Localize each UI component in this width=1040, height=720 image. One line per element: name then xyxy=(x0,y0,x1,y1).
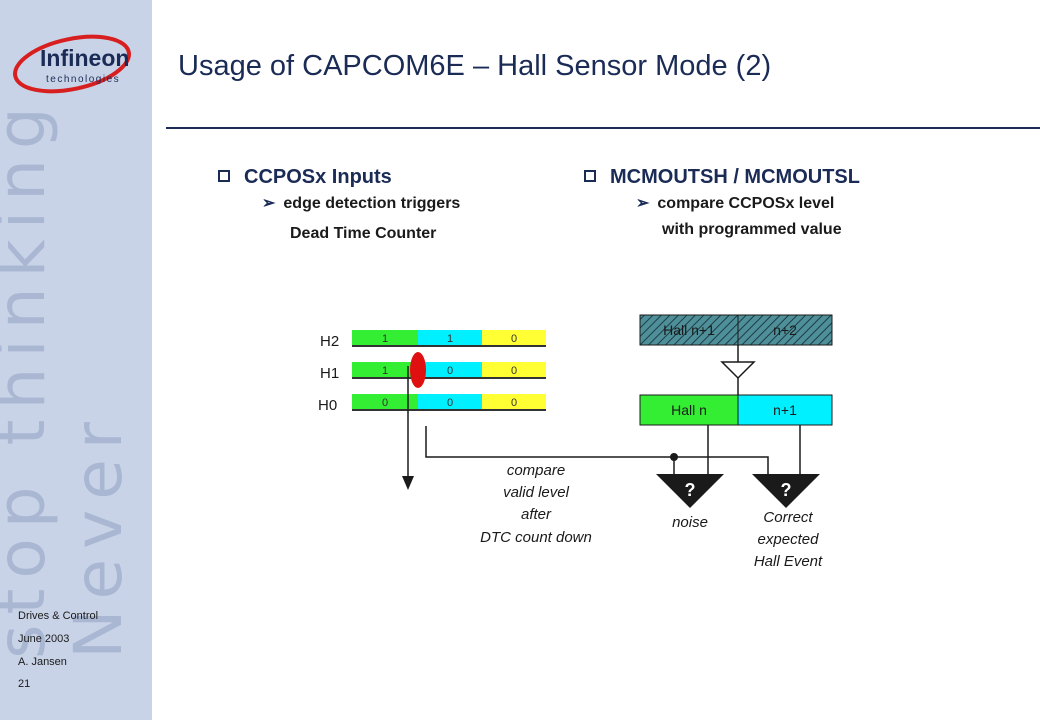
correct-label-line1: Correct xyxy=(763,509,813,526)
shadow-register-right xyxy=(737,314,833,346)
h1-value-3: 0 xyxy=(511,365,517,377)
noise-comparator-icon xyxy=(656,474,724,508)
left-sub-line1: edge detection triggers xyxy=(283,195,461,212)
compare-note-line1: compare xyxy=(507,462,565,479)
h0-segment-3 xyxy=(482,394,546,410)
h1-segment-2 xyxy=(418,362,482,378)
shadow-register-left-label: Hall n+1 xyxy=(663,322,715,338)
infineon-logo: Infineon technologies xyxy=(13,34,131,94)
arrow-bullet-icon: ➢ xyxy=(636,195,650,212)
h2-value-1: 1 xyxy=(382,333,388,345)
logo-name: Infineon xyxy=(40,45,129,71)
left-bullet-sub: ➢ edge detection triggers xyxy=(262,192,460,216)
h1-segment-3 xyxy=(482,362,546,378)
arrow-bullet-icon: ➢ xyxy=(262,195,276,212)
footer-author: A. Jansen xyxy=(18,656,67,668)
checkbox-bullet-icon xyxy=(584,170,596,182)
right-heading-text: MCMOUTSH / MCMOUTSL xyxy=(610,166,860,188)
right-bullet-heading: MCMOUTSH / MCMOUTSL xyxy=(584,166,860,189)
h2-segment-3 xyxy=(482,330,546,346)
left-sub-line2: Dead Time Counter xyxy=(290,225,437,242)
edge-detection-marker xyxy=(410,352,426,388)
compare-note-line4: DTC count down xyxy=(480,529,592,546)
shadow-register-left xyxy=(639,314,739,346)
junction-dot xyxy=(670,453,678,461)
slide-title: Usage of CAPCOM6E – Hall Sensor Mode (2) xyxy=(178,50,772,82)
noise-comparator-symbol: ? xyxy=(685,480,696,500)
footer-page-number: 21 xyxy=(18,678,31,690)
correct-label-line3: Hall Event xyxy=(754,553,823,570)
active-register-right xyxy=(737,394,833,426)
sidebar-panel: Infineon technologies stop thinking Neve… xyxy=(0,0,152,720)
h2-segment-1 xyxy=(352,330,418,346)
signal-label-h0: H0 xyxy=(318,397,337,414)
footer-date: June 2003 xyxy=(18,633,70,645)
noise-label: noise xyxy=(672,514,708,531)
signal-label-h1: H1 xyxy=(320,365,339,382)
h0-value-3: 0 xyxy=(511,397,517,409)
h0-value-2: 0 xyxy=(447,397,453,409)
h2-value-2: 1 xyxy=(447,333,453,345)
h2-segment-2 xyxy=(418,330,482,346)
right-bullet-sub: ➢ compare CCPOSx level xyxy=(636,192,834,216)
active-register-left xyxy=(639,394,739,426)
event-comparator-icon xyxy=(752,474,820,508)
title-divider xyxy=(166,127,1040,129)
h2-value-3: 0 xyxy=(511,333,517,345)
h1-segment-1 xyxy=(352,362,418,378)
active-register-right-label: n+1 xyxy=(773,402,797,418)
h0-value-1: 0 xyxy=(382,397,388,409)
active-register-left-label: Hall n xyxy=(671,402,707,418)
h1-value-1: 1 xyxy=(382,365,388,377)
footer-dept: Drives & Control xyxy=(18,610,99,622)
right-sub-line2: with programmed value xyxy=(662,221,842,238)
left-heading-text: CCPOSx Inputs xyxy=(244,166,392,188)
checkbox-bullet-icon xyxy=(218,170,230,182)
down-arrow-icon xyxy=(402,476,414,490)
right-sub-line1: compare CCPOSx level xyxy=(657,195,835,212)
correct-label-line2: expected xyxy=(758,531,820,548)
signal-wire xyxy=(425,426,769,474)
event-comparator-symbol: ? xyxy=(781,480,792,500)
shadow-register-right-label: n+2 xyxy=(773,322,797,338)
logo-subtitle: technologies xyxy=(46,74,120,85)
h0-segment-2 xyxy=(418,394,482,410)
h0-segment-1 xyxy=(352,394,418,410)
transfer-buffer-icon xyxy=(720,361,756,380)
signal-label-h2: H2 xyxy=(320,333,339,350)
h1-value-2: 0 xyxy=(447,365,453,377)
left-bullet-heading: CCPOSx Inputs xyxy=(218,166,392,189)
compare-note-line2: valid level xyxy=(503,484,570,501)
compare-note-line3: after xyxy=(521,506,552,523)
